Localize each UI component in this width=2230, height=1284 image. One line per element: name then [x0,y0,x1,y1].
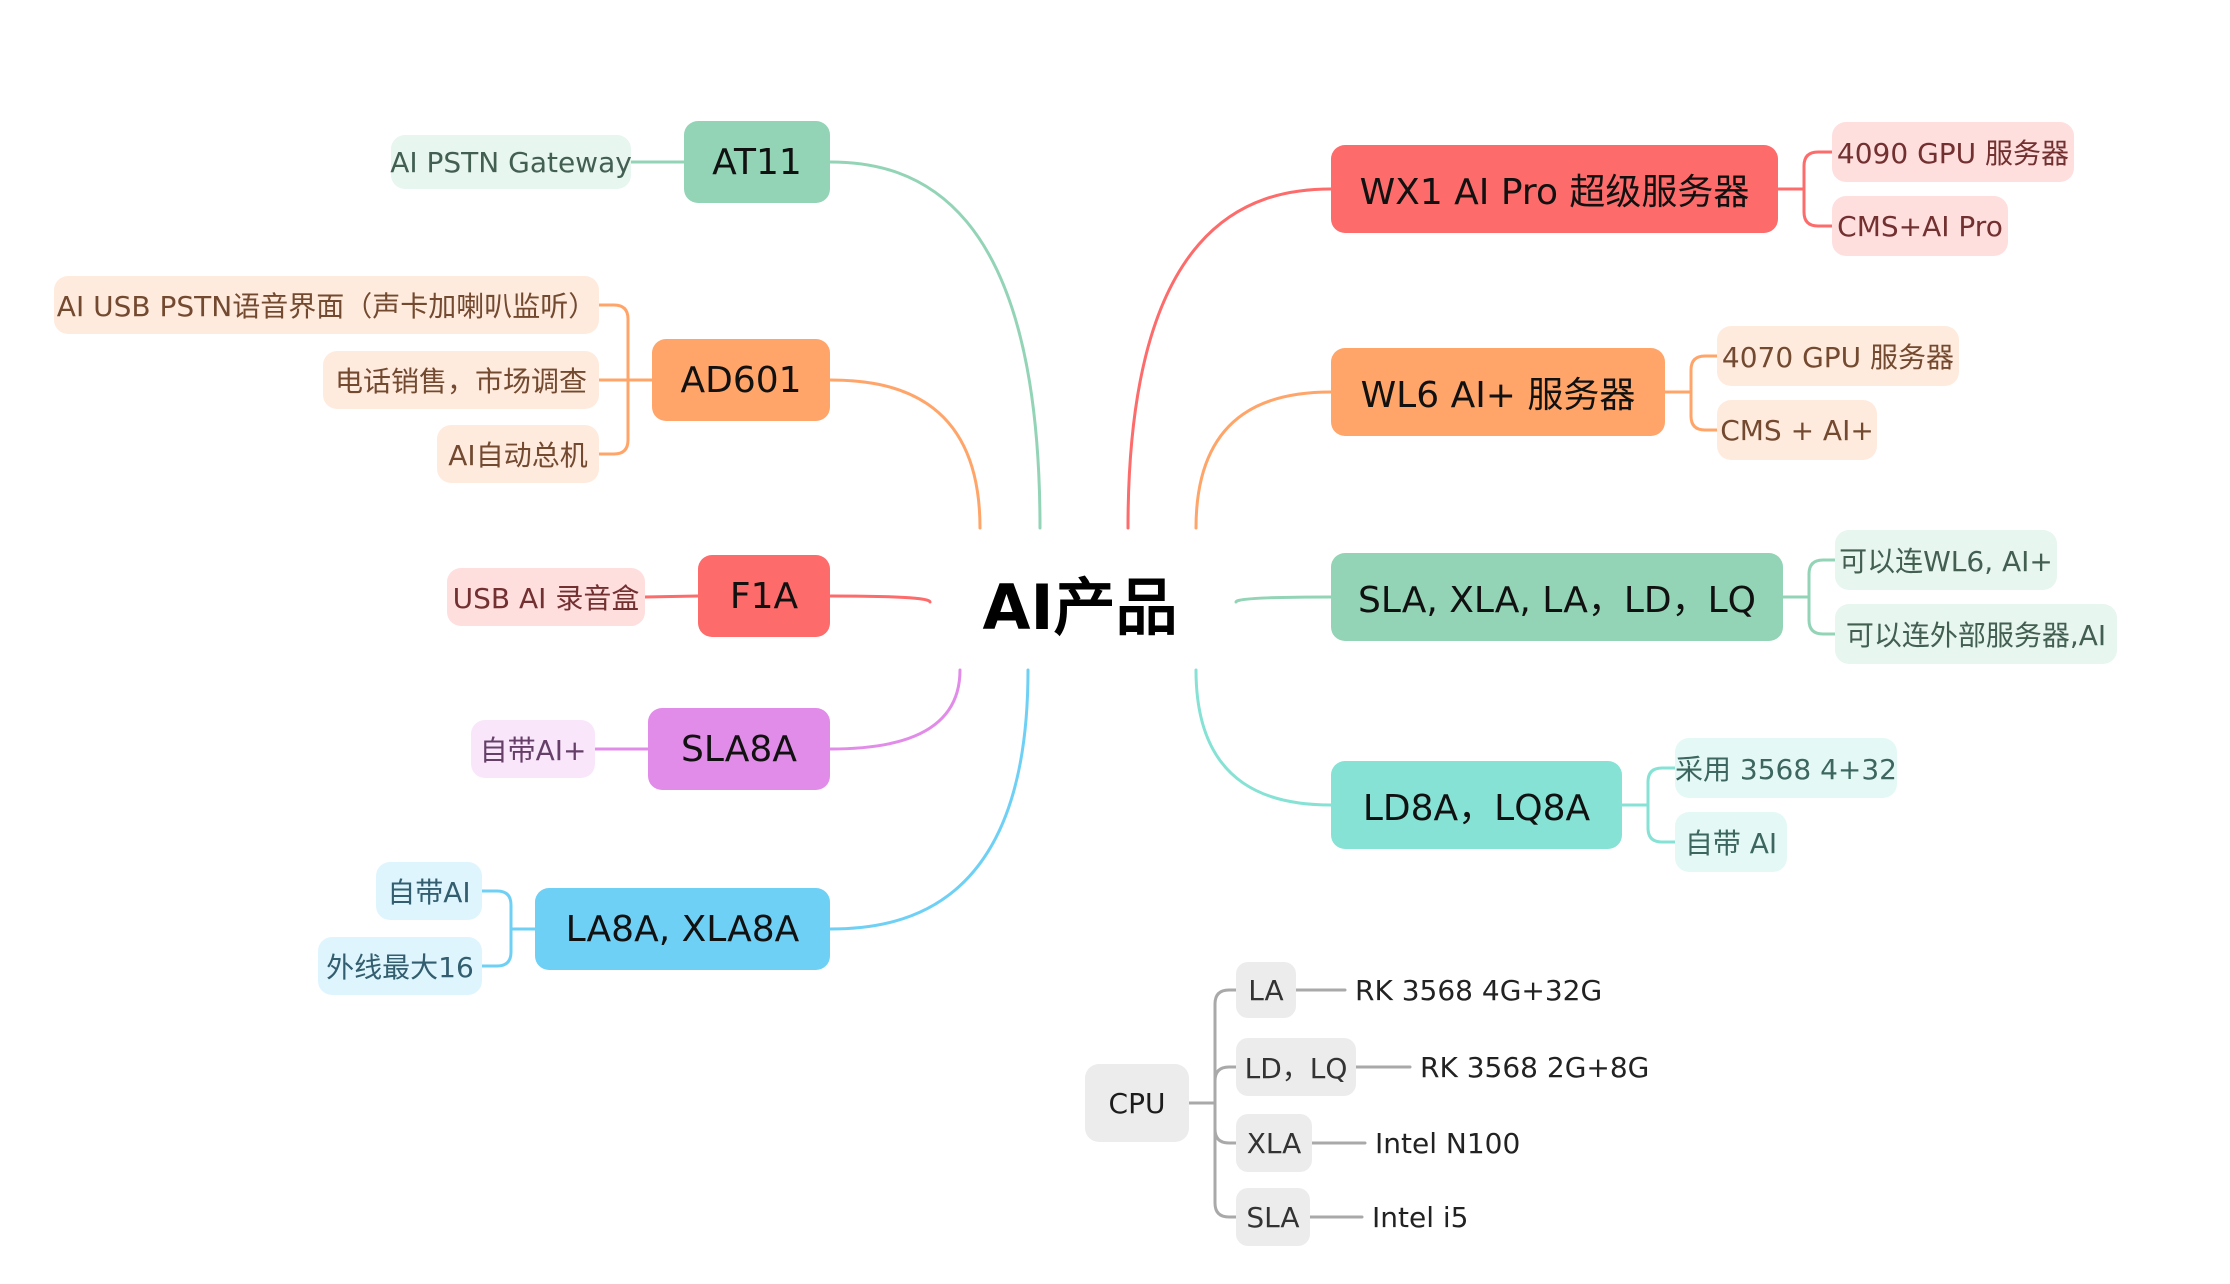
subtopic-built-in-ai-2[interactable]: 自带 AI [1675,812,1787,872]
link-subtopic-4070-gpu-server [1689,354,1719,394]
subtopic-max-16-lines[interactable]: 外线最大16 [318,937,482,995]
link-subtopic-auto-attendant [597,378,630,456]
link-cpu-item-xla [1213,1101,1238,1145]
topic-ad601[interactable]: AD601 [652,339,830,421]
cpu-spec-ld-lq[interactable]: RK 3568 2G+8G [1420,1050,1650,1084]
topic-cpu[interactable]: CPU [1085,1064,1189,1142]
link-subtopic-built-in-ai-2 [1646,803,1677,844]
link-subtopic-max-16-lines [480,927,513,968]
link-subtopic-connect-wl6 [1807,558,1837,599]
link-cpu-item-la [1213,988,1238,1105]
subtopic-4070-gpu-server[interactable]: 4070 GPU 服务器 [1717,326,1959,386]
central-topic[interactable]: AI产品 [982,571,1178,644]
link-topic-at11 [828,160,1042,530]
subtopic-connect-wl6[interactable]: 可以连WL6, AI+ [1835,530,2057,590]
subtopic-4090-gpu-server[interactable]: 4090 GPU 服务器 [1832,122,2074,182]
subtopic-ai-pstn-gateway[interactable]: AI PSTN Gateway [390,135,632,189]
subtopic-usb-ai-recorder[interactable]: USB AI 录音盒 [447,568,645,626]
cpu-item-la[interactable]: LA [1236,962,1296,1018]
link-subtopic-4090-gpu-server [1802,150,1834,191]
link-subtopic-uses-3568 [1646,766,1677,807]
cpu-spec-xla[interactable]: Intel N100 [1375,1126,1521,1160]
link-subtopic-cms-ai-plus [1689,390,1719,432]
topic-sla8a[interactable]: SLA8A [648,708,830,790]
topic-ld8a-lq8a[interactable]: LD8A，LQ8A [1331,761,1622,849]
cpu-spec-la[interactable]: RK 3568 4G+32G [1355,973,1603,1007]
subtopic-built-in-ai-plus[interactable]: 自带AI+ [471,720,595,778]
subtopic-built-in-ai[interactable]: 自带AI [376,862,482,920]
subtopic-ai-usb-pstn[interactable]: AI USB PSTN语音界面（声卡加喇叭监听） [54,276,599,334]
cpu-spec-sla[interactable]: Intel i5 [1372,1200,1469,1234]
link-cpu-item-sla [1213,1101,1238,1219]
link-topic-ld8a-lq8a [1194,668,1333,807]
link-topic-sla-xla-la-ld-lq [1234,595,1333,604]
topic-la8a-xla8a[interactable]: LA8A, XLA8A [535,888,830,970]
link-cpu-item-ld-lq [1213,1065,1238,1105]
link-topic-f1a [828,594,932,604]
topic-wx1-ai-pro[interactable]: WX1 AI Pro 超级服务器 [1331,145,1778,233]
cpu-item-xla[interactable]: XLA [1236,1114,1312,1172]
topic-at11[interactable]: AT11 [684,121,830,203]
topic-f1a[interactable]: F1A [698,555,830,637]
subtopic-connect-external-server[interactable]: 可以连外部服务器,AI [1835,604,2117,664]
link-topic-wl6-ai-plus [1194,390,1333,530]
subtopic-cms-ai-pro[interactable]: CMS+AI Pro [1832,196,2008,256]
cpu-item-ld-lq[interactable]: LD，LQ [1236,1038,1356,1096]
subtopic-cms-ai-plus[interactable]: CMS + AI+ [1717,400,1877,460]
link-topic-ad601 [828,378,982,530]
subtopic-auto-attendant[interactable]: AI自动总机 [437,425,599,483]
topic-wl6-ai-plus[interactable]: WL6 AI+ 服务器 [1331,348,1665,436]
link-topic-wx1-ai-pro [1126,187,1333,530]
link-subtopic-built-in-ai [480,889,513,931]
link-subtopic-ai-usb-pstn [597,303,630,382]
link-topic-la8a-xla8a [828,668,1030,931]
subtopic-telesales[interactable]: 电话销售，市场调查 [323,351,599,409]
cpu-item-sla[interactable]: SLA [1236,1188,1310,1246]
link-subtopic-connect-external-server [1807,595,1837,636]
link-topic-sla8a [828,668,962,751]
link-subtopic-usb-ai-recorder [643,594,700,599]
link-subtopic-cms-ai-pro [1802,187,1834,228]
topic-sla-xla-la-ld-lq[interactable]: SLA, XLA, LA，LD，LQ [1331,553,1783,641]
subtopic-uses-3568[interactable]: 采用 3568 4+32 [1675,738,1897,798]
